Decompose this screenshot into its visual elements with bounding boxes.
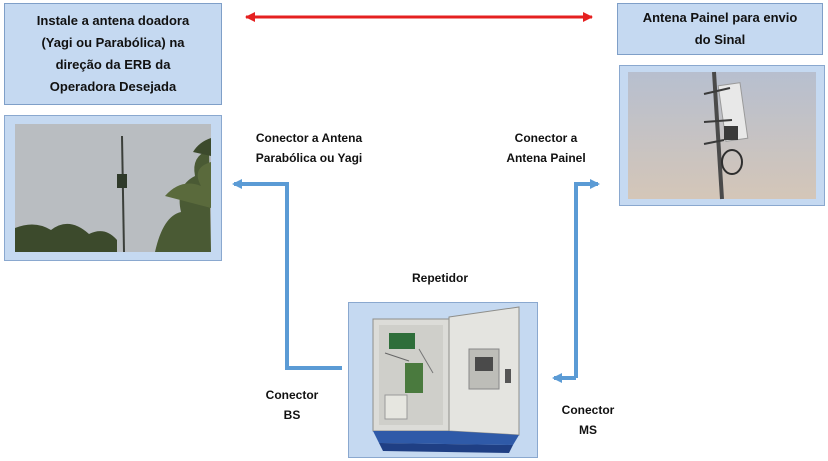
panel-antenna-text: Antena Painel para envio do Sinal — [642, 10, 798, 47]
repeater-label: Repetidor — [411, 271, 468, 285]
panel-antenna-box: Antena Painel para envio do Sinal — [617, 3, 823, 55]
donor-antenna-photo — [4, 115, 222, 261]
donor-antenna-instruction-text: Instale a antena doadora (Yagi ou Parabó… — [36, 13, 190, 94]
donor-connector-label: Conector a Antena Parabólica ou Yagi — [255, 131, 363, 165]
repeater-photo — [348, 302, 538, 458]
bs-connector-label: Conector BS — [265, 388, 319, 422]
ms-connector-arrow — [574, 179, 600, 378]
ms-connector-label: Conector MS — [561, 403, 615, 437]
donor-antenna-instruction-box: Instale a antena doadora (Yagi ou Parabó… — [4, 3, 222, 105]
bs-connector-arrow — [232, 179, 342, 370]
panel-connector-label: Conector a Antena Painel — [506, 131, 586, 165]
panel-antenna-photo — [619, 65, 825, 206]
